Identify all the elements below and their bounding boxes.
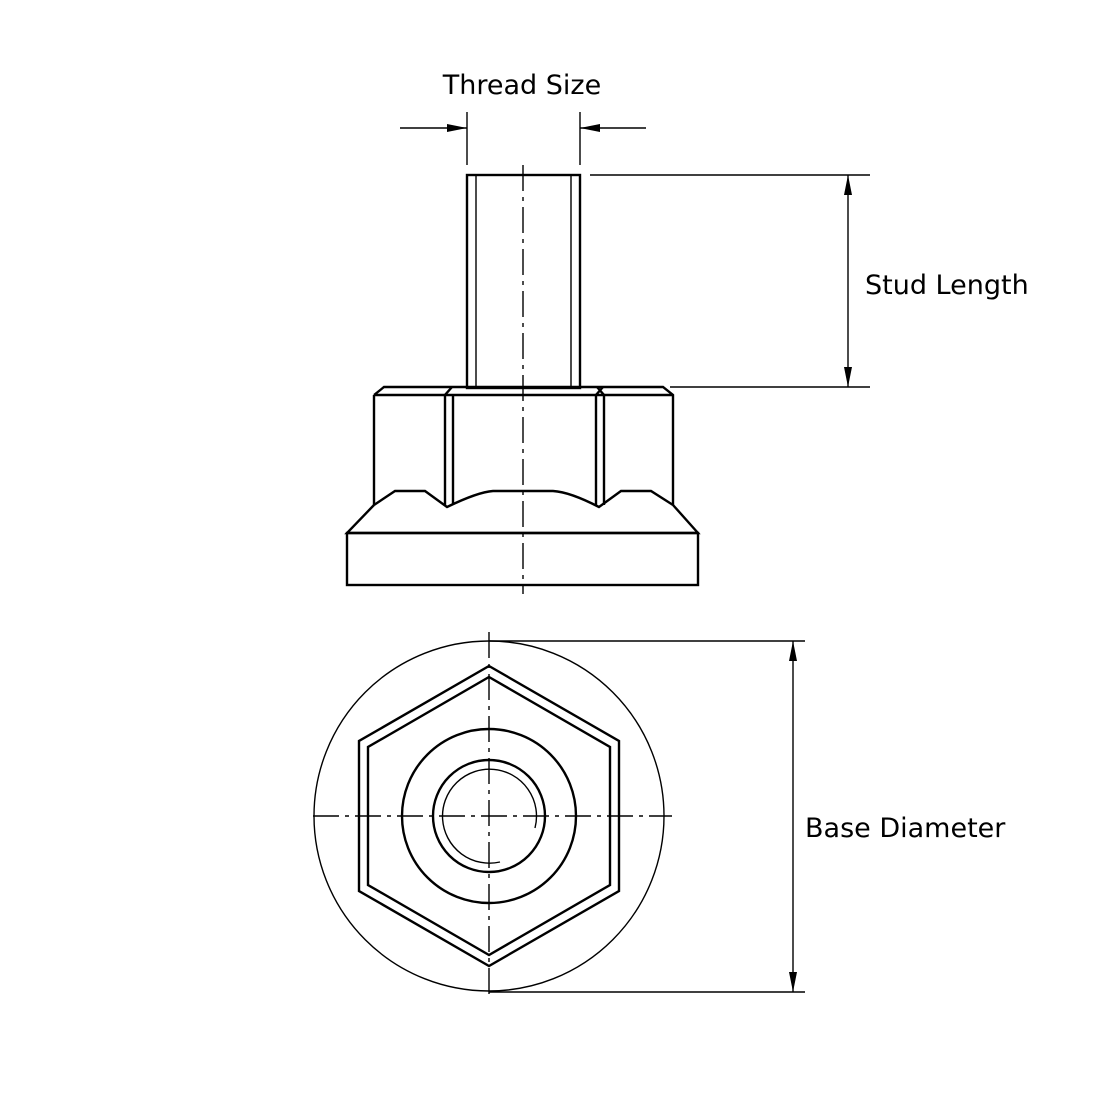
stud-length-label: Stud Length [865, 270, 1029, 301]
thread-arc [441, 768, 538, 864]
hex-outline [357, 664, 621, 968]
base-diameter-dimension: Base Diameter [489, 640, 1006, 993]
hex-body [372, 385, 675, 509]
top-view [313, 632, 672, 1000]
base-diameter-label: Base Diameter [805, 813, 1006, 844]
hex-inner-chamfer [366, 675, 612, 957]
stud-length-dimension: Stud Length [590, 174, 1029, 388]
thread-size-dimension: Thread Size [400, 70, 646, 165]
side-view [344, 165, 701, 594]
thread-size-label: Thread Size [442, 70, 601, 101]
